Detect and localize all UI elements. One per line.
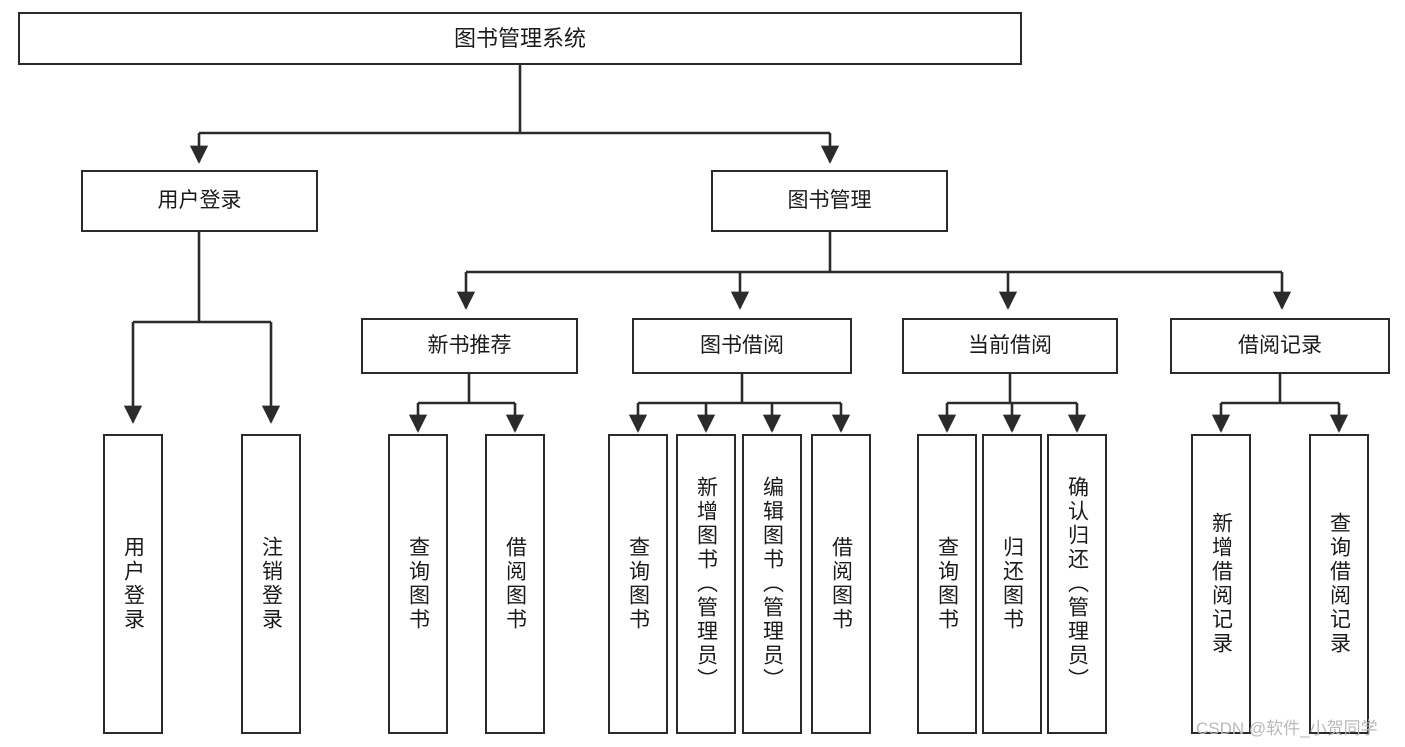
node-label: 新书推荐 [427, 333, 512, 357]
node-label: 新增借阅记录 [1209, 512, 1233, 656]
leaf-logout[interactable]: 注销登录 [241, 434, 301, 734]
node-book-management[interactable]: 图书管理 [711, 170, 948, 232]
node-label: 查询借阅记录 [1327, 512, 1351, 656]
node-label: 归还图书 [1000, 536, 1024, 632]
node-label: 图书管理系统 [453, 25, 586, 51]
leaf-borrow-book-recommend[interactable]: 借阅图书 [485, 434, 545, 734]
node-root-system[interactable]: 图书管理系统 [18, 12, 1022, 65]
node-label: 确认归还（管理员） [1065, 476, 1089, 692]
node-label: 图书借阅 [700, 333, 784, 357]
leaf-confirm-return-admin[interactable]: 确认归还（管理员） [1047, 434, 1107, 734]
leaf-query-book-recommend[interactable]: 查询图书 [388, 434, 448, 734]
node-label: 查询图书 [406, 536, 430, 632]
watermark: CSDN @软件_小贺同学 [1196, 719, 1378, 738]
leaf-return-book[interactable]: 归还图书 [982, 434, 1042, 734]
leaf-query-borrow-record[interactable]: 查询借阅记录 [1309, 434, 1369, 734]
leaf-edit-book-admin[interactable]: 编辑图书（管理员） [742, 434, 802, 734]
node-label: 借阅记录 [1238, 333, 1322, 357]
node-borrow-records[interactable]: 借阅记录 [1170, 318, 1390, 374]
leaf-query-book-borrow[interactable]: 查询图书 [608, 434, 668, 734]
node-user-login[interactable]: 用户登录 [81, 170, 318, 232]
node-label: 注销登录 [259, 536, 283, 632]
node-label: 借阅图书 [503, 536, 527, 632]
node-label: 图书管理 [787, 188, 872, 212]
node-book-borrow[interactable]: 图书借阅 [632, 318, 852, 374]
leaf-user-login[interactable]: 用户登录 [103, 434, 163, 734]
node-label: 借阅图书 [829, 536, 853, 632]
node-current-borrow[interactable]: 当前借阅 [902, 318, 1118, 374]
leaf-query-book-current[interactable]: 查询图书 [917, 434, 977, 734]
node-label: 查询图书 [935, 536, 959, 632]
node-label: 查询图书 [626, 536, 650, 632]
node-label: 当前借阅 [968, 333, 1052, 357]
leaf-borrow-book[interactable]: 借阅图书 [811, 434, 871, 734]
node-label: 新增图书（管理员） [694, 476, 718, 692]
node-label: 编辑图书（管理员） [760, 476, 784, 692]
node-label: 用户登录 [121, 536, 145, 632]
leaf-add-borrow-record[interactable]: 新增借阅记录 [1191, 434, 1251, 734]
node-label: 用户登录 [157, 188, 242, 212]
leaf-add-book-admin[interactable]: 新增图书（管理员） [676, 434, 736, 734]
node-new-book-recommend[interactable]: 新书推荐 [361, 318, 578, 374]
